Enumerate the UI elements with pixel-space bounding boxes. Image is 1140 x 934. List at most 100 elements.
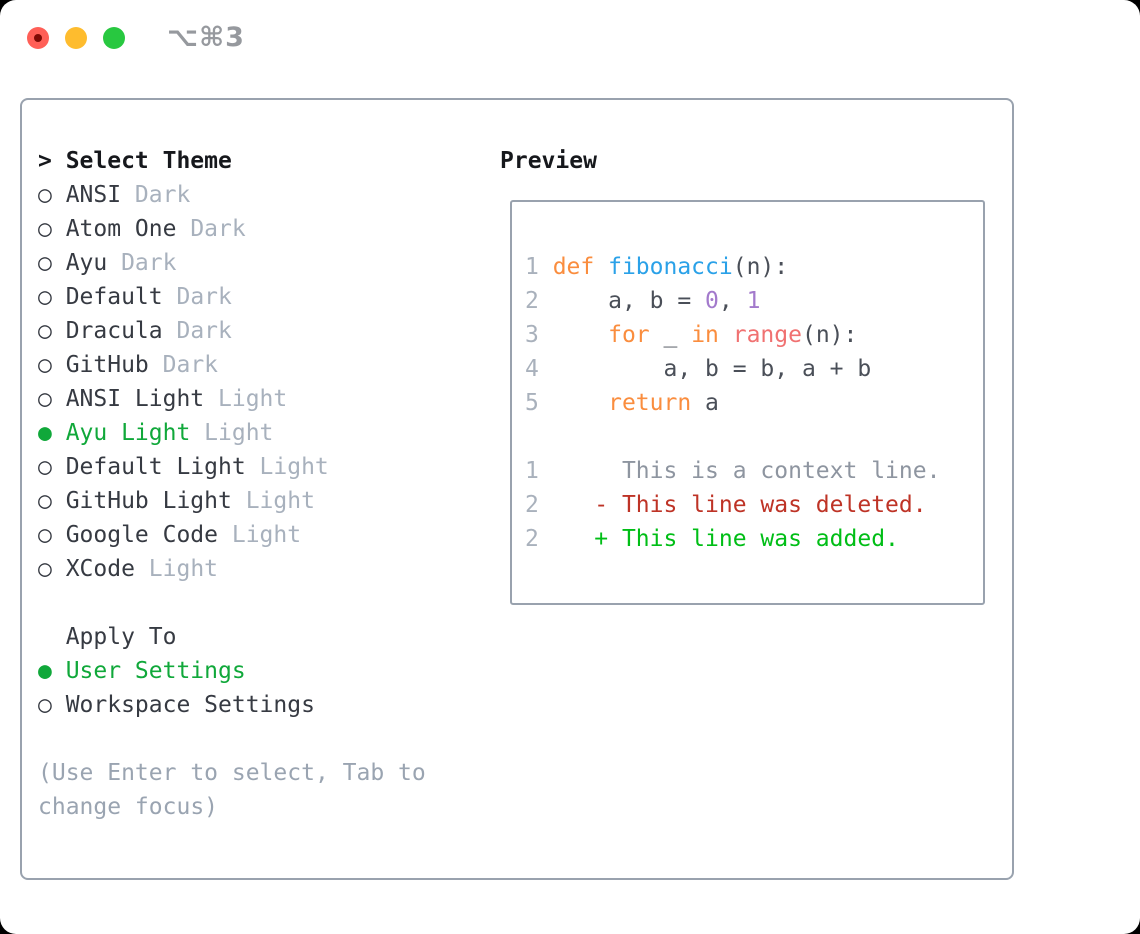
theme-variant-label: Dark	[162, 352, 219, 378]
theme-option-github[interactable]: ○ GitHub Dark	[38, 348, 426, 382]
code-segment-code: a	[705, 390, 719, 416]
radio-unselected-icon: ○	[38, 454, 52, 480]
code-segment-gut: 2	[525, 492, 539, 518]
theme-option-label: Default Light	[65, 454, 246, 480]
radio-unselected-icon: ○	[38, 488, 52, 514]
radio-selected-icon: ●	[38, 658, 52, 684]
code-segment-code	[553, 322, 608, 348]
spacer	[38, 586, 426, 620]
radio-unselected-icon: ○	[38, 522, 52, 548]
radio-unselected-icon: ○	[38, 386, 52, 412]
code-segment-gut: 1	[525, 254, 553, 280]
theme-option-label: ANSI	[65, 182, 122, 208]
theme-variant-label: Light	[218, 386, 288, 412]
code-segment-code	[553, 390, 608, 416]
theme-option-atom-one[interactable]: ○ Atom One Dark	[38, 212, 426, 246]
theme-option-label: GitHub	[65, 352, 149, 378]
spacer	[38, 722, 426, 756]
theme-option-ansi-light[interactable]: ○ ANSI Light Light	[38, 382, 426, 416]
select-theme-header-label: Select Theme	[65, 148, 232, 174]
minimize-button[interactable]	[65, 27, 87, 49]
preview-line: 4 a, b = b, a + b	[525, 352, 983, 386]
code-segment-kw: in	[691, 322, 733, 348]
theme-variant-label: Dark	[121, 250, 177, 276]
theme-option-label: Default	[65, 284, 163, 310]
theme-option-google-code[interactable]: ○ Google Code Light	[38, 518, 426, 552]
code-segment-code: ,	[718, 288, 747, 314]
radio-unselected-icon: ○	[38, 556, 52, 582]
theme-option-label: ANSI Light	[65, 386, 205, 412]
code-segment-kw: return	[608, 390, 706, 416]
code-segment-gut: 4	[525, 356, 553, 382]
preview-line: 1 This is a context line.	[525, 454, 983, 488]
code-segment-code: (n):	[801, 322, 858, 348]
code-segment-gut: 5	[525, 390, 553, 416]
theme-option-label: GitHub Light	[65, 488, 232, 514]
theme-option-github-light[interactable]: ○ GitHub Light Light	[38, 484, 426, 518]
apply-to-header: Apply To	[65, 624, 177, 650]
apply-option-label: User Settings	[65, 658, 246, 684]
apply-option-label: Workspace Settings	[65, 692, 315, 718]
apply-to-list: ● User Settings ○ Workspace Settings	[38, 654, 426, 722]
code-segment-gut: 2	[525, 526, 539, 552]
code-segment-code: (n):	[732, 254, 789, 280]
code-segment-gut: 1	[525, 458, 539, 484]
preview-line	[525, 420, 983, 454]
code-segment-add: + This line was added.	[594, 526, 899, 552]
radio-unselected-icon: ○	[38, 182, 52, 208]
code-segment-kw: def	[552, 254, 609, 280]
radio-unselected-icon: ○	[38, 250, 52, 276]
focus-caret-icon: >	[38, 148, 52, 174]
theme-variant-label: Dark	[190, 216, 246, 242]
theme-variant-label: Dark	[134, 182, 191, 208]
code-segment-kw: for	[608, 322, 664, 348]
preview-line: 2 - This line was deleted.	[525, 488, 983, 522]
preview-header: Preview	[500, 148, 597, 174]
radio-unselected-icon: ○	[38, 352, 52, 378]
code-segment-gut: 2	[525, 288, 553, 314]
keyboard-hint-line: (Use Enter to select, Tab to	[38, 760, 426, 786]
theme-option-label: Google Code	[65, 522, 219, 548]
apply-option-workspace-settings[interactable]: ○ Workspace Settings	[38, 688, 426, 722]
theme-variant-label: Light	[231, 522, 302, 548]
code-segment-fn: fibonacci	[608, 254, 733, 280]
code-segment-ctx	[539, 526, 594, 552]
traffic-lights	[27, 27, 125, 49]
radio-unselected-icon: ○	[38, 692, 52, 718]
close-button[interactable]	[27, 27, 49, 49]
zoom-button[interactable]	[103, 27, 125, 49]
code-segment-gut: 3	[525, 322, 553, 348]
preview-line: 5 return a	[525, 386, 983, 420]
theme-option-label: XCode	[65, 556, 135, 582]
code-segment-ctx: This is a context line.	[538, 458, 941, 484]
radio-unselected-icon: ○	[38, 318, 52, 344]
theme-variant-label: Light	[259, 454, 329, 480]
radio-unselected-icon: ○	[38, 216, 52, 242]
code-segment-ctx	[539, 492, 594, 518]
code-segment-call: range	[732, 322, 802, 348]
code-segment-num: 0	[705, 288, 719, 314]
code-segment-code: a, b =	[552, 288, 706, 314]
theme-variant-label: Dark	[176, 318, 232, 344]
theme-variant-label: Light	[245, 488, 315, 514]
theme-option-label: Atom One	[65, 216, 177, 242]
window-title-shortcut: ⌥⌘3	[167, 22, 245, 53]
theme-option-default-light[interactable]: ○ Default Light Light	[38, 450, 426, 484]
theme-variant-label: Dark	[176, 284, 232, 310]
theme-option-label: Ayu Light	[65, 420, 191, 446]
code-segment-code: a, b = b, a + b	[552, 356, 872, 382]
apply-option-user-settings[interactable]: ● User Settings	[38, 654, 426, 688]
theme-option-ansi[interactable]: ○ ANSI Dark	[38, 178, 426, 212]
code-segment-num: 1	[746, 288, 761, 314]
